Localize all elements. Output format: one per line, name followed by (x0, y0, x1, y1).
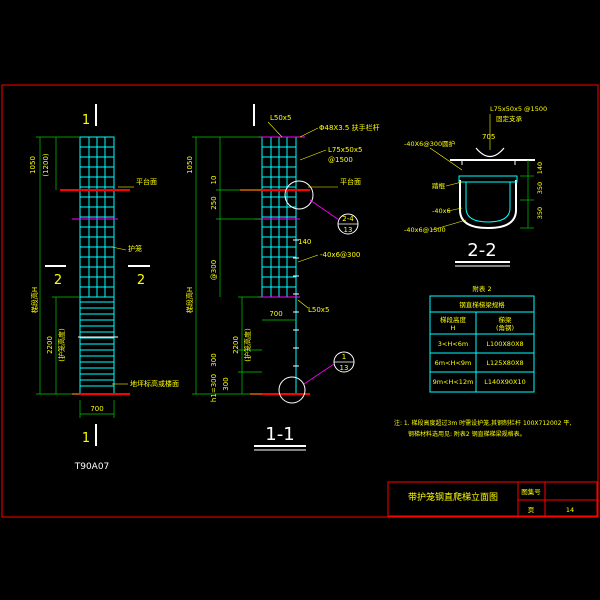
front-dim-bottom-b: (护笼高度) (57, 328, 66, 362)
table-subtitle: 钢直梯梯梁规格 (459, 300, 505, 309)
front-view: 1 平台面 护笼 地坪标高或楼面 2 2 (29, 104, 179, 472)
front-section-mark-bottom: 1 (82, 431, 90, 446)
callout-b-top: 1 (342, 353, 346, 361)
s22-dim-350: 350 (536, 182, 544, 194)
callout-a-top: 2-4 (342, 215, 354, 223)
s22-label-705: 705 (482, 133, 495, 141)
table-col2-b: (角钢) (496, 323, 514, 332)
s22-label-flat-b: -40x6@1500 (404, 226, 446, 234)
s11-label-angle: L75x50x5 (328, 146, 362, 154)
s11-dim-300: 300 (210, 353, 218, 366)
table-cell-height: 6m<H<9m (435, 359, 472, 367)
s11-dim-h2: 300 (222, 377, 230, 390)
section-2-2-view: L75x50x5 @1500 固定支承 705 -40X6@300圆护 踏棍 -… (404, 105, 547, 267)
table-col1-b: H (451, 324, 456, 332)
section-1-1-view: 2-4 13 1 13 L50x5 Φ48X3.5 扶手栏杆 L75x50x5 … (185, 104, 380, 451)
page-label: 页 (528, 506, 535, 514)
s22-label-top: L75x50x5 @1500 (490, 105, 547, 113)
s11-dim-h1: h1=300 (210, 374, 218, 402)
front-dim-top: 1050 (29, 156, 37, 174)
s11-total-label: 梯段高H (185, 287, 194, 313)
table-cell-spec: L140X90X10 (484, 378, 525, 386)
section-1-1-title: 1-1 (265, 424, 294, 445)
front-total-label: 梯段高H (30, 287, 39, 313)
title-block: 带护笼钢直爬梯立面图 图集号 页 14 (387, 481, 598, 517)
s11-label-bottom-bar: L50x5 (308, 306, 329, 314)
s11-label-angle-b: @1500 (328, 156, 353, 164)
s22-label-flat: -40x6 (432, 207, 451, 215)
table-cell-spec: L100X80X8 (486, 340, 523, 348)
front-dim-bottom: 2200 (46, 336, 54, 354)
s11-dim-700: 700 (269, 310, 282, 318)
front-label-platform: 平台面 (136, 177, 157, 186)
s11-label-platform: 平台面 (340, 177, 361, 186)
table-col2: 梯梁 (499, 315, 513, 324)
drawing-code: T90A07 (74, 462, 110, 472)
s22-label-top-b: 固定支承 (496, 114, 523, 123)
front-dim-top-b: (1200) (42, 153, 50, 177)
s11-dim-top: 1050 (186, 156, 194, 174)
s22-label-rung: 踏棍 (432, 181, 446, 190)
s22-label-hoop: -40X6@300圆护 (404, 139, 455, 148)
s11-dim-2200-b: (护笼高度) (243, 328, 252, 362)
notes-line2: 钢梯材料选用见: 附表2 钢直梯梯梁规格表。 (408, 430, 526, 438)
front-section-mark-2-right: 2 (137, 273, 145, 288)
table-col1: 梯段高度 (440, 315, 467, 324)
s22-dim-140: 140 (536, 162, 544, 174)
page-no: 14 (566, 506, 574, 514)
spec-table: 附表 2 钢直梯梯梁规格 梯段高度 H 梯梁 (角钢) 3<H<6m L100X8… (429, 284, 535, 393)
s22-dim-350-b: 350 (536, 207, 544, 219)
callout-b-bottom: 13 (340, 364, 349, 372)
front-label-ground: 地坪标高或楼面 (130, 379, 179, 388)
notes-line1: 注: 1. 梯段高度超过3m 时需设护笼,其钢制栏杆 100X712002 平, (394, 419, 571, 427)
s11-dim-mid-b: 10 (210, 176, 218, 185)
front-section-mark-2-left: 2 (54, 273, 62, 288)
table-title: 附表 2 (472, 284, 491, 293)
front-section-mark-top: 1 (82, 113, 90, 128)
table-cell-height: 9m<H<12m (433, 378, 474, 386)
callout-a-bottom: 13 (344, 226, 353, 234)
s11-dim-mid: 250 (210, 196, 218, 209)
s11-label-top-bar: L50x5 (270, 114, 291, 122)
front-label-cage: 护笼 (128, 244, 142, 253)
section-2-2-title: 2-2 (467, 240, 496, 261)
s11-label-handrail: Φ48X3.5 扶手栏杆 (319, 123, 380, 132)
front-dim-width: 700 (90, 405, 103, 413)
drawing-title: 带护笼钢直爬梯立面图 (408, 491, 498, 503)
s11-dim-140: 140 (298, 238, 311, 246)
table-cell-height: 3<H<6m (438, 340, 468, 348)
drawing-no-label: 图集号 (521, 487, 541, 496)
table-cell-spec: L125X80X8 (486, 359, 523, 367)
s11-dim-rung: @300 (210, 260, 218, 280)
s11-label-flat: -40x6@300 (320, 251, 360, 259)
sheet-border (1, 84, 599, 518)
s11-dim-2200: 2200 (232, 336, 240, 354)
